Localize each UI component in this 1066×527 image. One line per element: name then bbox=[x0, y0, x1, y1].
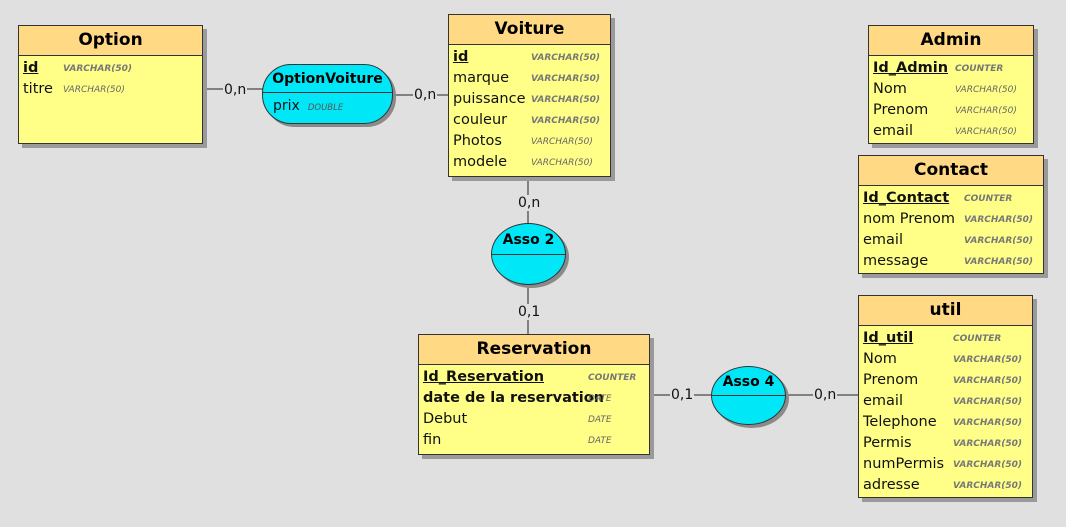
entity-title: Contact bbox=[859, 156, 1043, 186]
cardinality-label: 0,n bbox=[813, 387, 838, 403]
entity-title: Voiture bbox=[449, 15, 610, 45]
entity-title: Admin bbox=[869, 26, 1033, 56]
association-title: Asso 4 bbox=[712, 367, 785, 396]
association-asso4[interactable]: Asso 4 bbox=[711, 366, 786, 425]
entity-title: Reservation bbox=[419, 335, 649, 365]
cardinality-label: 0,n bbox=[223, 82, 248, 98]
association-title: Asso 2 bbox=[492, 224, 565, 255]
cardinality-label: 0,1 bbox=[670, 387, 695, 403]
association-asso2[interactable]: Asso 2 bbox=[491, 223, 566, 285]
cardinality-label: 0,1 bbox=[517, 304, 542, 320]
cardinality-label: 0,n bbox=[413, 87, 438, 103]
entity-title: util bbox=[859, 296, 1032, 326]
association-title: OptionVoiture bbox=[263, 65, 392, 93]
entity-title: Option bbox=[19, 26, 202, 56]
cardinality-label: 0,n bbox=[517, 195, 542, 211]
